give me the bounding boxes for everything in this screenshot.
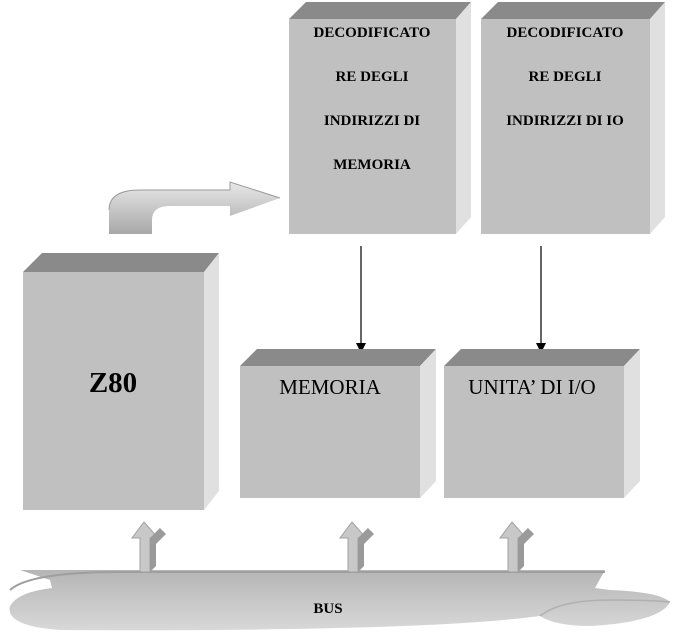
bus-label: BUS — [313, 601, 342, 617]
memoria-block: MEMORIA — [240, 349, 436, 498]
unita-io-block: UNITA’ DI I/O — [444, 349, 640, 498]
bus-ribbon: BUS — [9, 570, 671, 631]
decoder-io-block: DECODIFICATO RE DEGLI INDIRIZZI DI IO — [481, 2, 665, 234]
z80-block: Z80 — [23, 253, 219, 510]
decoder-io-line-3: INDIRIZZI DI IO — [506, 113, 624, 129]
unita-io-label: UNITA’ DI I/O — [468, 375, 595, 399]
memoria-label: MEMORIA — [279, 375, 381, 399]
decoder-memory-line-1: DECODIFICATO — [314, 25, 431, 41]
io-bus-double-arrow-icon — [499, 521, 534, 573]
z80-bus-double-arrow-icon — [131, 521, 166, 573]
decoder-io-line-2: RE DEGLI — [529, 69, 602, 85]
decoder-memory-line-2: RE DEGLI — [336, 69, 409, 85]
decoder-memory-block: DECODIFICATO RE DEGLI INDIRIZZI DI MEMOR… — [289, 2, 471, 234]
decoder-to-io-arrow — [536, 246, 546, 353]
decoder-to-memory-arrow — [356, 246, 366, 353]
decoder-io-line-1: DECODIFICATO — [507, 25, 624, 41]
z80-label: Z80 — [89, 367, 137, 399]
memoria-bus-double-arrow-icon — [339, 521, 374, 573]
curved-arrow-icon — [108, 181, 281, 234]
decoder-memory-line-4: MEMORIA — [333, 157, 411, 173]
decoder-memory-line-3: INDIRIZZI DI — [324, 113, 420, 129]
